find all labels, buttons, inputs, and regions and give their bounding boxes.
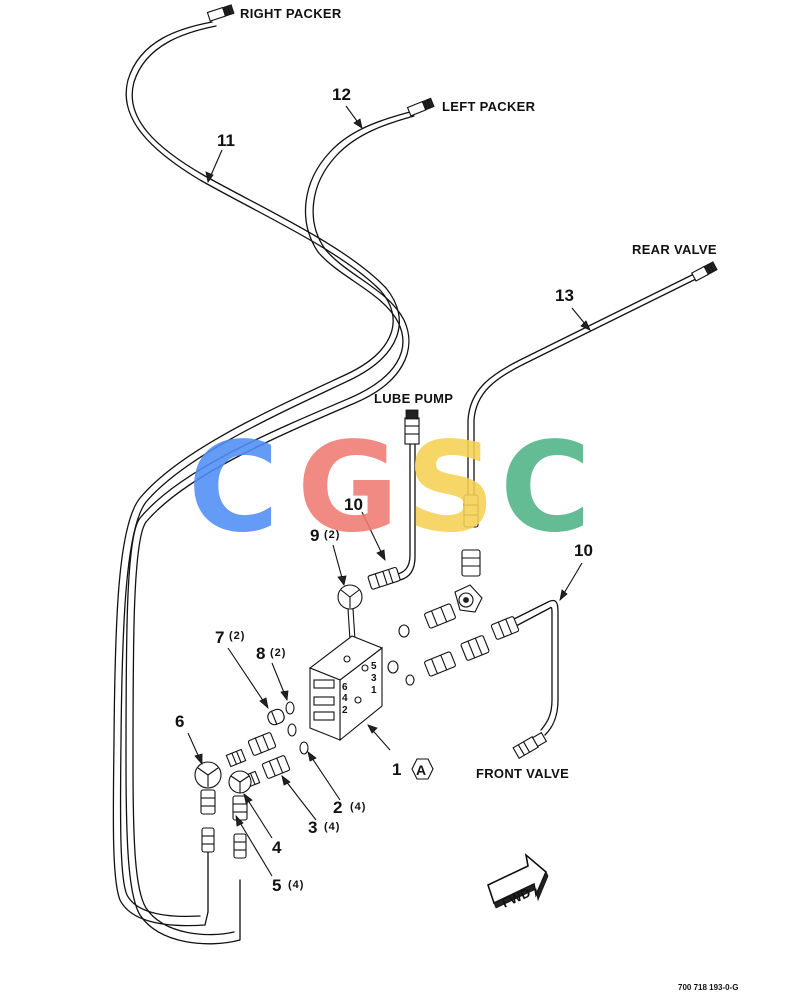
tube-10-front-valve xyxy=(511,599,559,736)
label-front-valve: FRONT VALVE xyxy=(476,766,569,781)
callout-1-ref: A xyxy=(416,762,426,778)
label-rear-valve: REAR VALVE xyxy=(632,242,717,257)
callout-3-qty: (4) xyxy=(324,821,340,833)
callout-2-qty: (4) xyxy=(350,801,366,813)
fitting-front-valve xyxy=(512,731,548,759)
fitting-10-upper xyxy=(367,566,401,590)
fwd-arrow: FWD xyxy=(487,852,549,911)
doc-number: 700 718 193-0-G xyxy=(678,983,739,992)
callout-5-qty: (4) xyxy=(288,879,304,891)
callout-10-upper: 10 xyxy=(344,495,363,514)
watermark-logo: C G S C xyxy=(188,416,591,560)
callout-1: 1 xyxy=(392,760,401,779)
callout-7: 7 xyxy=(215,628,224,647)
callout-6: 6 xyxy=(175,712,184,731)
label-right-packer: RIGHT PACKER xyxy=(240,6,342,21)
port-label-3: 3 xyxy=(371,673,377,684)
watermark-letter-s: S xyxy=(406,416,495,560)
port-label-6: 6 xyxy=(342,682,348,693)
port-label-1: 1 xyxy=(371,685,377,696)
callout-9: 9 xyxy=(310,526,319,545)
label-lube-pump: LUBE PUMP xyxy=(374,391,453,406)
fitting-rear-valve xyxy=(691,261,718,282)
watermark-letter-c1: C xyxy=(188,416,279,560)
block-right-fittings xyxy=(387,603,520,686)
port-label-2: 2 xyxy=(342,705,348,716)
connector-tube-13 xyxy=(461,494,481,577)
callout-12: 12 xyxy=(332,85,351,104)
fitting-left-packer xyxy=(406,97,435,117)
callout-4: 4 xyxy=(272,838,282,857)
callout-8: 8 xyxy=(256,644,265,663)
callout-11: 11 xyxy=(217,131,235,150)
watermark-letter-c2: C xyxy=(500,416,591,560)
port-label-5: 5 xyxy=(371,661,377,672)
callout-2: 2 xyxy=(333,798,342,817)
tee-fitting-4 xyxy=(228,770,252,859)
callout-9-qty: (2) xyxy=(324,529,340,541)
fitting-right-packer xyxy=(206,4,235,22)
tube-12-left-packer xyxy=(125,111,415,945)
callout-8-qty: (2) xyxy=(270,647,286,659)
tee-fitting-6 xyxy=(194,761,222,853)
port-label-4: 4 xyxy=(342,693,348,704)
callout-7-qty: (2) xyxy=(229,630,245,642)
tube-11-right-packer xyxy=(112,21,400,927)
watermark-letter-g: G xyxy=(297,416,399,560)
callout-3: 3 xyxy=(308,818,317,837)
leader-arrowheads xyxy=(194,118,591,827)
tee-fitting-9 xyxy=(337,584,363,641)
manifold-block: 6 4 2 5 3 1 xyxy=(308,635,384,742)
callout-1-ref-hexagon: A xyxy=(411,758,434,780)
elbow-fitting xyxy=(454,584,483,613)
callout-10-lower: 10 xyxy=(574,541,593,560)
fitting-lube-pump xyxy=(404,409,420,445)
tube-13-rear-valve xyxy=(467,271,703,496)
tube-lube-pump xyxy=(397,439,416,581)
label-left-packer: LEFT PACKER xyxy=(442,99,536,114)
callout-5: 5 xyxy=(272,876,281,895)
callout-13: 13 xyxy=(555,286,574,305)
